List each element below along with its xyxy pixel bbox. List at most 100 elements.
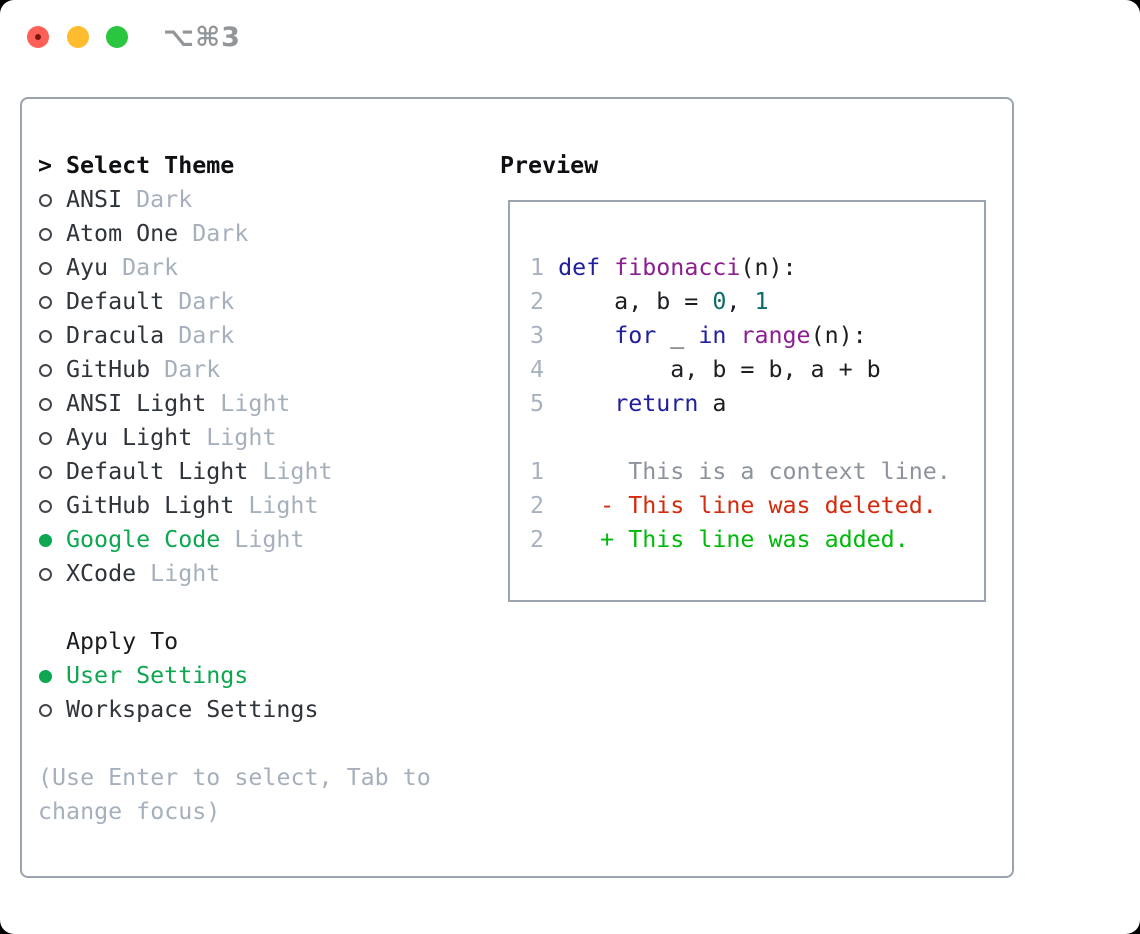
radio-marker: [38, 387, 66, 421]
radio-marker: [38, 557, 66, 591]
radio-marker: [38, 353, 66, 387]
code-line: 4 a, b = b, a + b: [516, 353, 984, 387]
theme-name: XCode: [66, 560, 137, 587]
theme-option-google-code[interactable]: Google Code Light: [38, 523, 478, 557]
theme-name: ANSI: [66, 186, 123, 213]
code-line: [516, 421, 984, 455]
theme-name: Google Code: [66, 526, 221, 553]
spacer-row: [38, 591, 478, 625]
apply-to-label: Apply To: [66, 628, 179, 655]
window-title: ⌥⌘3: [163, 22, 241, 53]
code-segment: a: [698, 390, 727, 417]
code-segment: [558, 390, 614, 417]
code-segment: 1: [754, 288, 769, 315]
radio-marker: [38, 319, 66, 353]
code-segment: [726, 322, 740, 349]
code-segment: a, b =: [558, 288, 713, 315]
preview-pane: 1 def fibonacci(n): 2 a, b = 0, 1 3 for …: [508, 200, 986, 602]
radio-marker: [38, 455, 66, 489]
apply-to-marker: [38, 625, 66, 659]
close-button[interactable]: [27, 26, 49, 48]
theme-option-default[interactable]: Default Dark: [38, 285, 478, 319]
line-number: 4: [516, 356, 559, 383]
radio-unselected-icon: [39, 363, 52, 377]
theme-option-default-light[interactable]: Default Light Light: [38, 455, 478, 489]
code-segment: a, b = b, a + b: [558, 356, 881, 383]
code-segment: for: [614, 322, 657, 349]
radio-marker: [38, 489, 66, 523]
theme-name: Default Light: [66, 458, 249, 485]
theme-list-heading: > Select Theme: [38, 149, 478, 183]
apply-option-user-settings[interactable]: User Settings: [38, 659, 478, 693]
radio-selected-icon: [39, 533, 52, 547]
code-line: 1 def fibonacci(n):: [516, 251, 984, 285]
radio-marker: [38, 251, 66, 285]
radio-marker: [38, 421, 66, 455]
chevron-icon: >: [38, 152, 53, 179]
theme-option-xcode[interactable]: XCode Light: [38, 557, 478, 591]
apply-to-heading: Apply To: [38, 625, 478, 659]
radio-selected-icon: [39, 669, 52, 683]
line-number: 1: [516, 254, 559, 281]
apply-option-label: Workspace Settings: [66, 696, 319, 723]
theme-name: Default: [66, 288, 165, 315]
line-number: 2: [516, 526, 559, 553]
code-segment: _: [656, 322, 699, 349]
radio-marker: [38, 217, 66, 251]
theme-name: ANSI Light: [66, 390, 207, 417]
code-preview: 1 def fibonacci(n): 2 a, b = 0, 1 3 for …: [516, 251, 984, 557]
radio-unselected-icon: [39, 431, 52, 445]
theme-option-ayu[interactable]: Ayu Dark: [38, 251, 478, 285]
theme-option-ansi[interactable]: ANSI Dark: [38, 183, 478, 217]
theme-name: Ayu: [66, 254, 109, 281]
code-segment: range: [740, 322, 811, 349]
theme-option-ansi-light[interactable]: ANSI Light Light: [38, 387, 478, 421]
theme-option-github-light[interactable]: GitHub Light Light: [38, 489, 478, 523]
theme-variant: Dark: [150, 356, 221, 383]
theme-option-github[interactable]: GitHub Dark: [38, 353, 478, 387]
theme-variant: Dark: [122, 186, 193, 213]
theme-name: GitHub: [66, 356, 151, 383]
theme-variant: Light: [206, 390, 291, 417]
radio-marker: [38, 523, 66, 557]
radio-unselected-icon: [39, 261, 52, 275]
radio-unselected-icon: [39, 295, 52, 309]
line-number: 2: [516, 288, 559, 315]
theme-option-atom-one[interactable]: Atom One Dark: [38, 217, 478, 251]
theme-option-dracula[interactable]: Dracula Dark: [38, 319, 478, 353]
code-segment: (n):: [810, 322, 867, 349]
theme-variant: Light: [136, 560, 221, 587]
code-segment: return: [614, 390, 699, 417]
code-segment: in: [698, 322, 727, 349]
code-segment: def: [558, 254, 615, 281]
theme-variant: Light: [220, 526, 305, 553]
radio-unselected-icon: [39, 397, 52, 411]
radio-unselected-icon: [39, 329, 52, 343]
line-number: 1: [516, 458, 559, 485]
apply-option-label: User Settings: [66, 662, 249, 689]
code-segment: + This line was added.: [558, 526, 909, 553]
theme-name: Atom One: [66, 220, 179, 247]
apply-option-workspace-settings[interactable]: Workspace Settings: [38, 693, 478, 727]
radio-marker: [38, 183, 66, 217]
code-segment: [558, 322, 614, 349]
theme-option-ayu-light[interactable]: Ayu Light Light: [38, 421, 478, 455]
code-segment: This is a context line.: [558, 458, 951, 485]
theme-name: Dracula: [66, 322, 165, 349]
radio-unselected-icon: [39, 567, 52, 581]
titlebar: ⌥⌘3: [0, 0, 1140, 76]
minimize-button[interactable]: [67, 26, 89, 48]
radio-unselected-icon: [39, 465, 52, 479]
radio-unselected-icon: [39, 193, 52, 207]
theme-list-heading-label: Select Theme: [66, 152, 235, 179]
theme-variant: Light: [248, 458, 333, 485]
code-segment: ,: [726, 288, 755, 315]
code-line: 5 return a: [516, 387, 984, 421]
preview-heading: Preview: [500, 152, 599, 179]
code-line: 2 a, b = 0, 1: [516, 285, 984, 319]
theme-name: GitHub Light: [66, 492, 235, 519]
zoom-button[interactable]: [106, 26, 128, 48]
code-segment: 0: [712, 288, 727, 315]
code-line: 1 This is a context line.: [516, 455, 984, 489]
